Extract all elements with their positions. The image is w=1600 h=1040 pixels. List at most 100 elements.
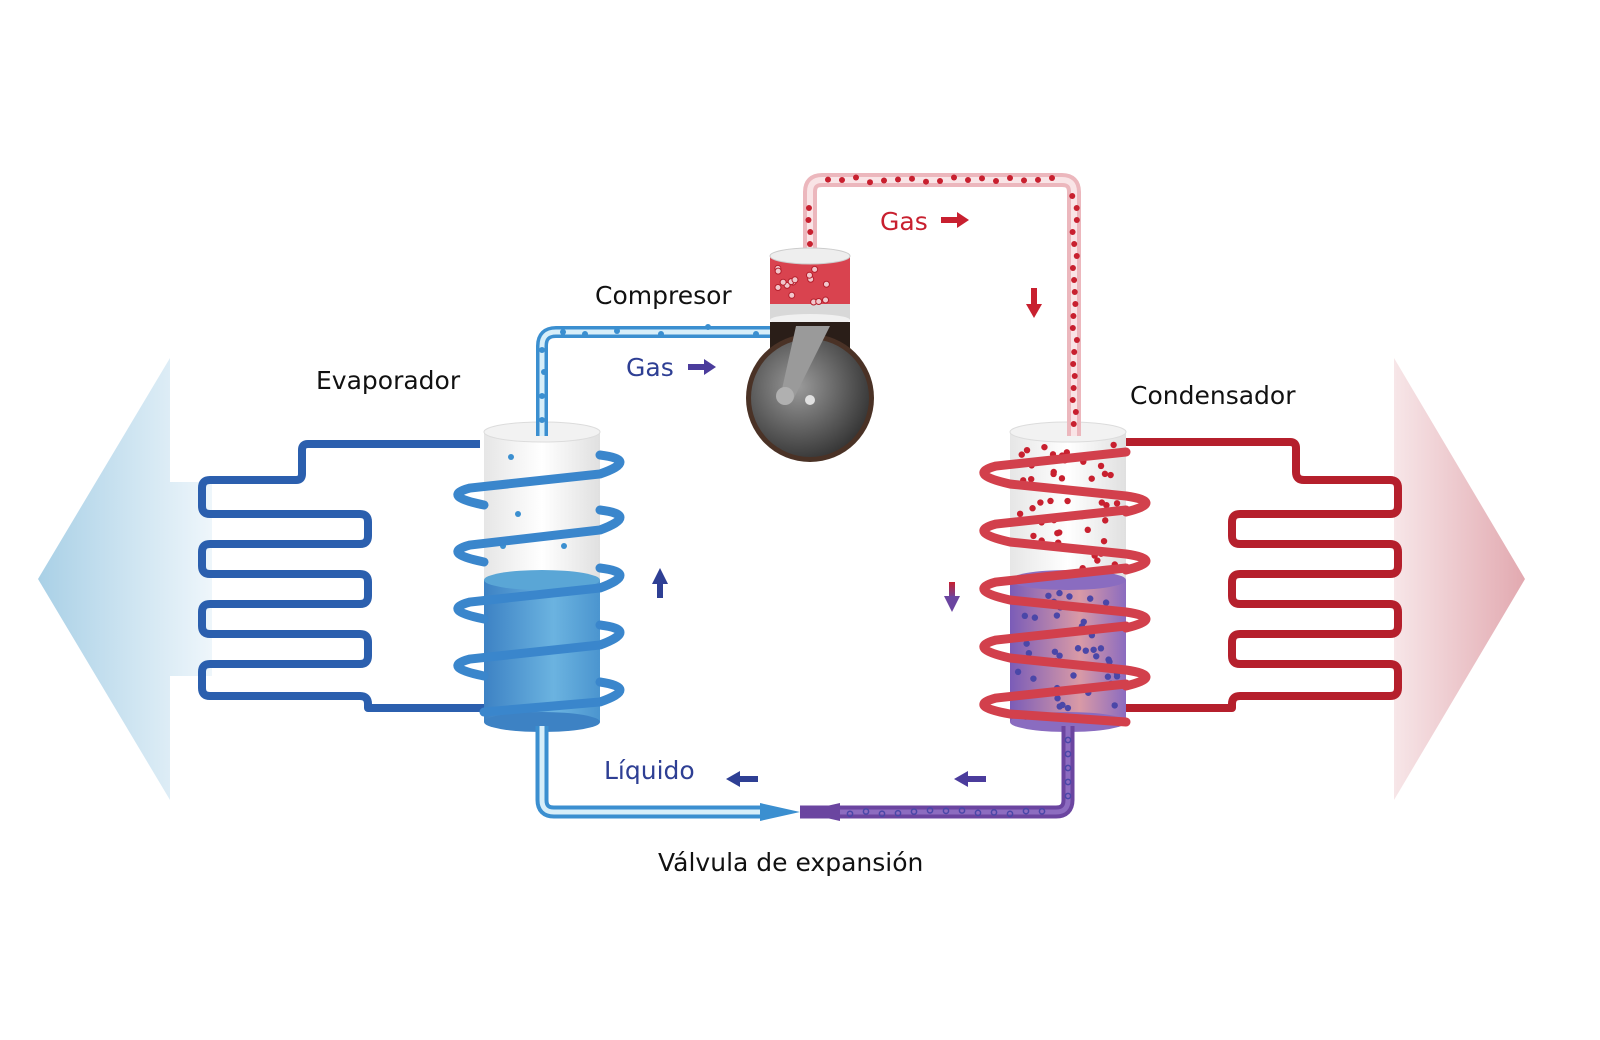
liquid-line-high — [800, 726, 1075, 819]
bubble — [774, 283, 782, 291]
bubble — [1058, 475, 1066, 482]
arrow-right-icon — [688, 359, 716, 375]
bubble — [1056, 589, 1063, 597]
bubble — [862, 808, 870, 815]
liquid-label: Líquido — [604, 756, 695, 785]
low-pressure-gas-pipe — [536, 326, 770, 436]
bubble — [1064, 736, 1072, 744]
gas-high-label: Gas — [880, 207, 928, 236]
bubble — [815, 297, 823, 305]
bubble — [1094, 557, 1101, 564]
arrow-down-icon — [944, 582, 960, 612]
bubble — [1035, 176, 1041, 183]
evaporator-coil-pipe — [198, 440, 488, 712]
bubble — [1071, 373, 1078, 379]
bubble — [1080, 618, 1087, 626]
bubble — [1038, 808, 1046, 815]
bubble — [1101, 470, 1109, 478]
bubble — [1071, 241, 1078, 247]
bubble — [1064, 704, 1072, 712]
bubble — [788, 291, 796, 299]
compressor — [746, 247, 874, 462]
bubble — [1090, 646, 1097, 653]
arrow-up-icon — [652, 568, 668, 598]
compressor-label: Compresor — [595, 281, 732, 310]
bubble — [1006, 810, 1014, 818]
arrow-left-icon — [954, 771, 986, 787]
bubble — [1072, 409, 1079, 415]
bubble — [993, 178, 999, 185]
bubble — [805, 271, 813, 279]
bubble — [1069, 325, 1076, 331]
bubble — [1100, 537, 1108, 545]
bubble — [1070, 361, 1077, 367]
bubble — [839, 177, 845, 184]
bubble — [1069, 265, 1076, 271]
bubble — [1073, 205, 1080, 211]
bubble — [878, 810, 886, 818]
bubble — [1082, 647, 1089, 654]
big-arrow-right-icon — [1394, 358, 1525, 800]
bubble — [1018, 451, 1025, 458]
bubble — [1074, 645, 1082, 652]
bubble — [1097, 645, 1105, 652]
bubble — [1023, 640, 1030, 647]
bubble — [1111, 702, 1118, 709]
bubble — [1056, 703, 1063, 710]
evaporator-helix — [453, 450, 625, 717]
bubble — [1014, 668, 1022, 676]
bubble — [1047, 497, 1054, 505]
bubble — [822, 280, 830, 288]
evaporator-tank — [483, 421, 601, 732]
bubble — [806, 241, 813, 247]
bubble — [1069, 397, 1076, 403]
bubble — [1056, 652, 1063, 659]
bubble — [1088, 475, 1095, 482]
bubble — [1007, 174, 1013, 181]
expansion-valve-label: Válvula de expansión — [658, 848, 924, 877]
bubble — [881, 177, 887, 184]
bubble — [1071, 289, 1078, 295]
bubble — [811, 265, 819, 273]
bubble — [1069, 229, 1076, 235]
bubble — [1022, 807, 1030, 815]
bubble — [951, 174, 957, 181]
bubble — [1106, 658, 1113, 665]
bubble — [1113, 500, 1121, 507]
arrow-right-icon — [941, 212, 969, 228]
bubble — [1084, 526, 1091, 534]
bubble — [965, 176, 971, 183]
bubble — [1064, 792, 1072, 800]
bubble — [1098, 499, 1106, 506]
bubble — [1072, 301, 1079, 307]
bubble — [979, 175, 985, 182]
bubble — [867, 179, 873, 186]
bubble — [1054, 529, 1061, 537]
bubble — [923, 178, 929, 185]
bubble — [1070, 313, 1077, 319]
bubble — [774, 267, 782, 275]
bubble — [1093, 653, 1100, 660]
bubble — [1069, 193, 1076, 199]
bubble — [1104, 673, 1112, 680]
big-arrow-left-icon — [38, 358, 212, 800]
bubble — [1064, 750, 1072, 758]
gas-low-label: Gas — [626, 353, 674, 382]
bubble — [853, 174, 859, 181]
bubble — [779, 278, 787, 286]
condenser-label: Condensador — [1130, 381, 1296, 410]
liquid-bubbles — [846, 736, 1072, 818]
bubble — [1050, 470, 1057, 478]
bubble — [1071, 349, 1078, 355]
bubble — [1051, 648, 1059, 655]
bubble — [1064, 764, 1072, 772]
bubble — [1086, 595, 1094, 602]
evaporator-label: Evaporador — [316, 366, 461, 395]
bubble — [1064, 497, 1071, 505]
bubble — [1030, 532, 1037, 540]
bubble — [894, 809, 902, 817]
bubble — [1049, 175, 1055, 182]
bubble — [1070, 421, 1077, 427]
